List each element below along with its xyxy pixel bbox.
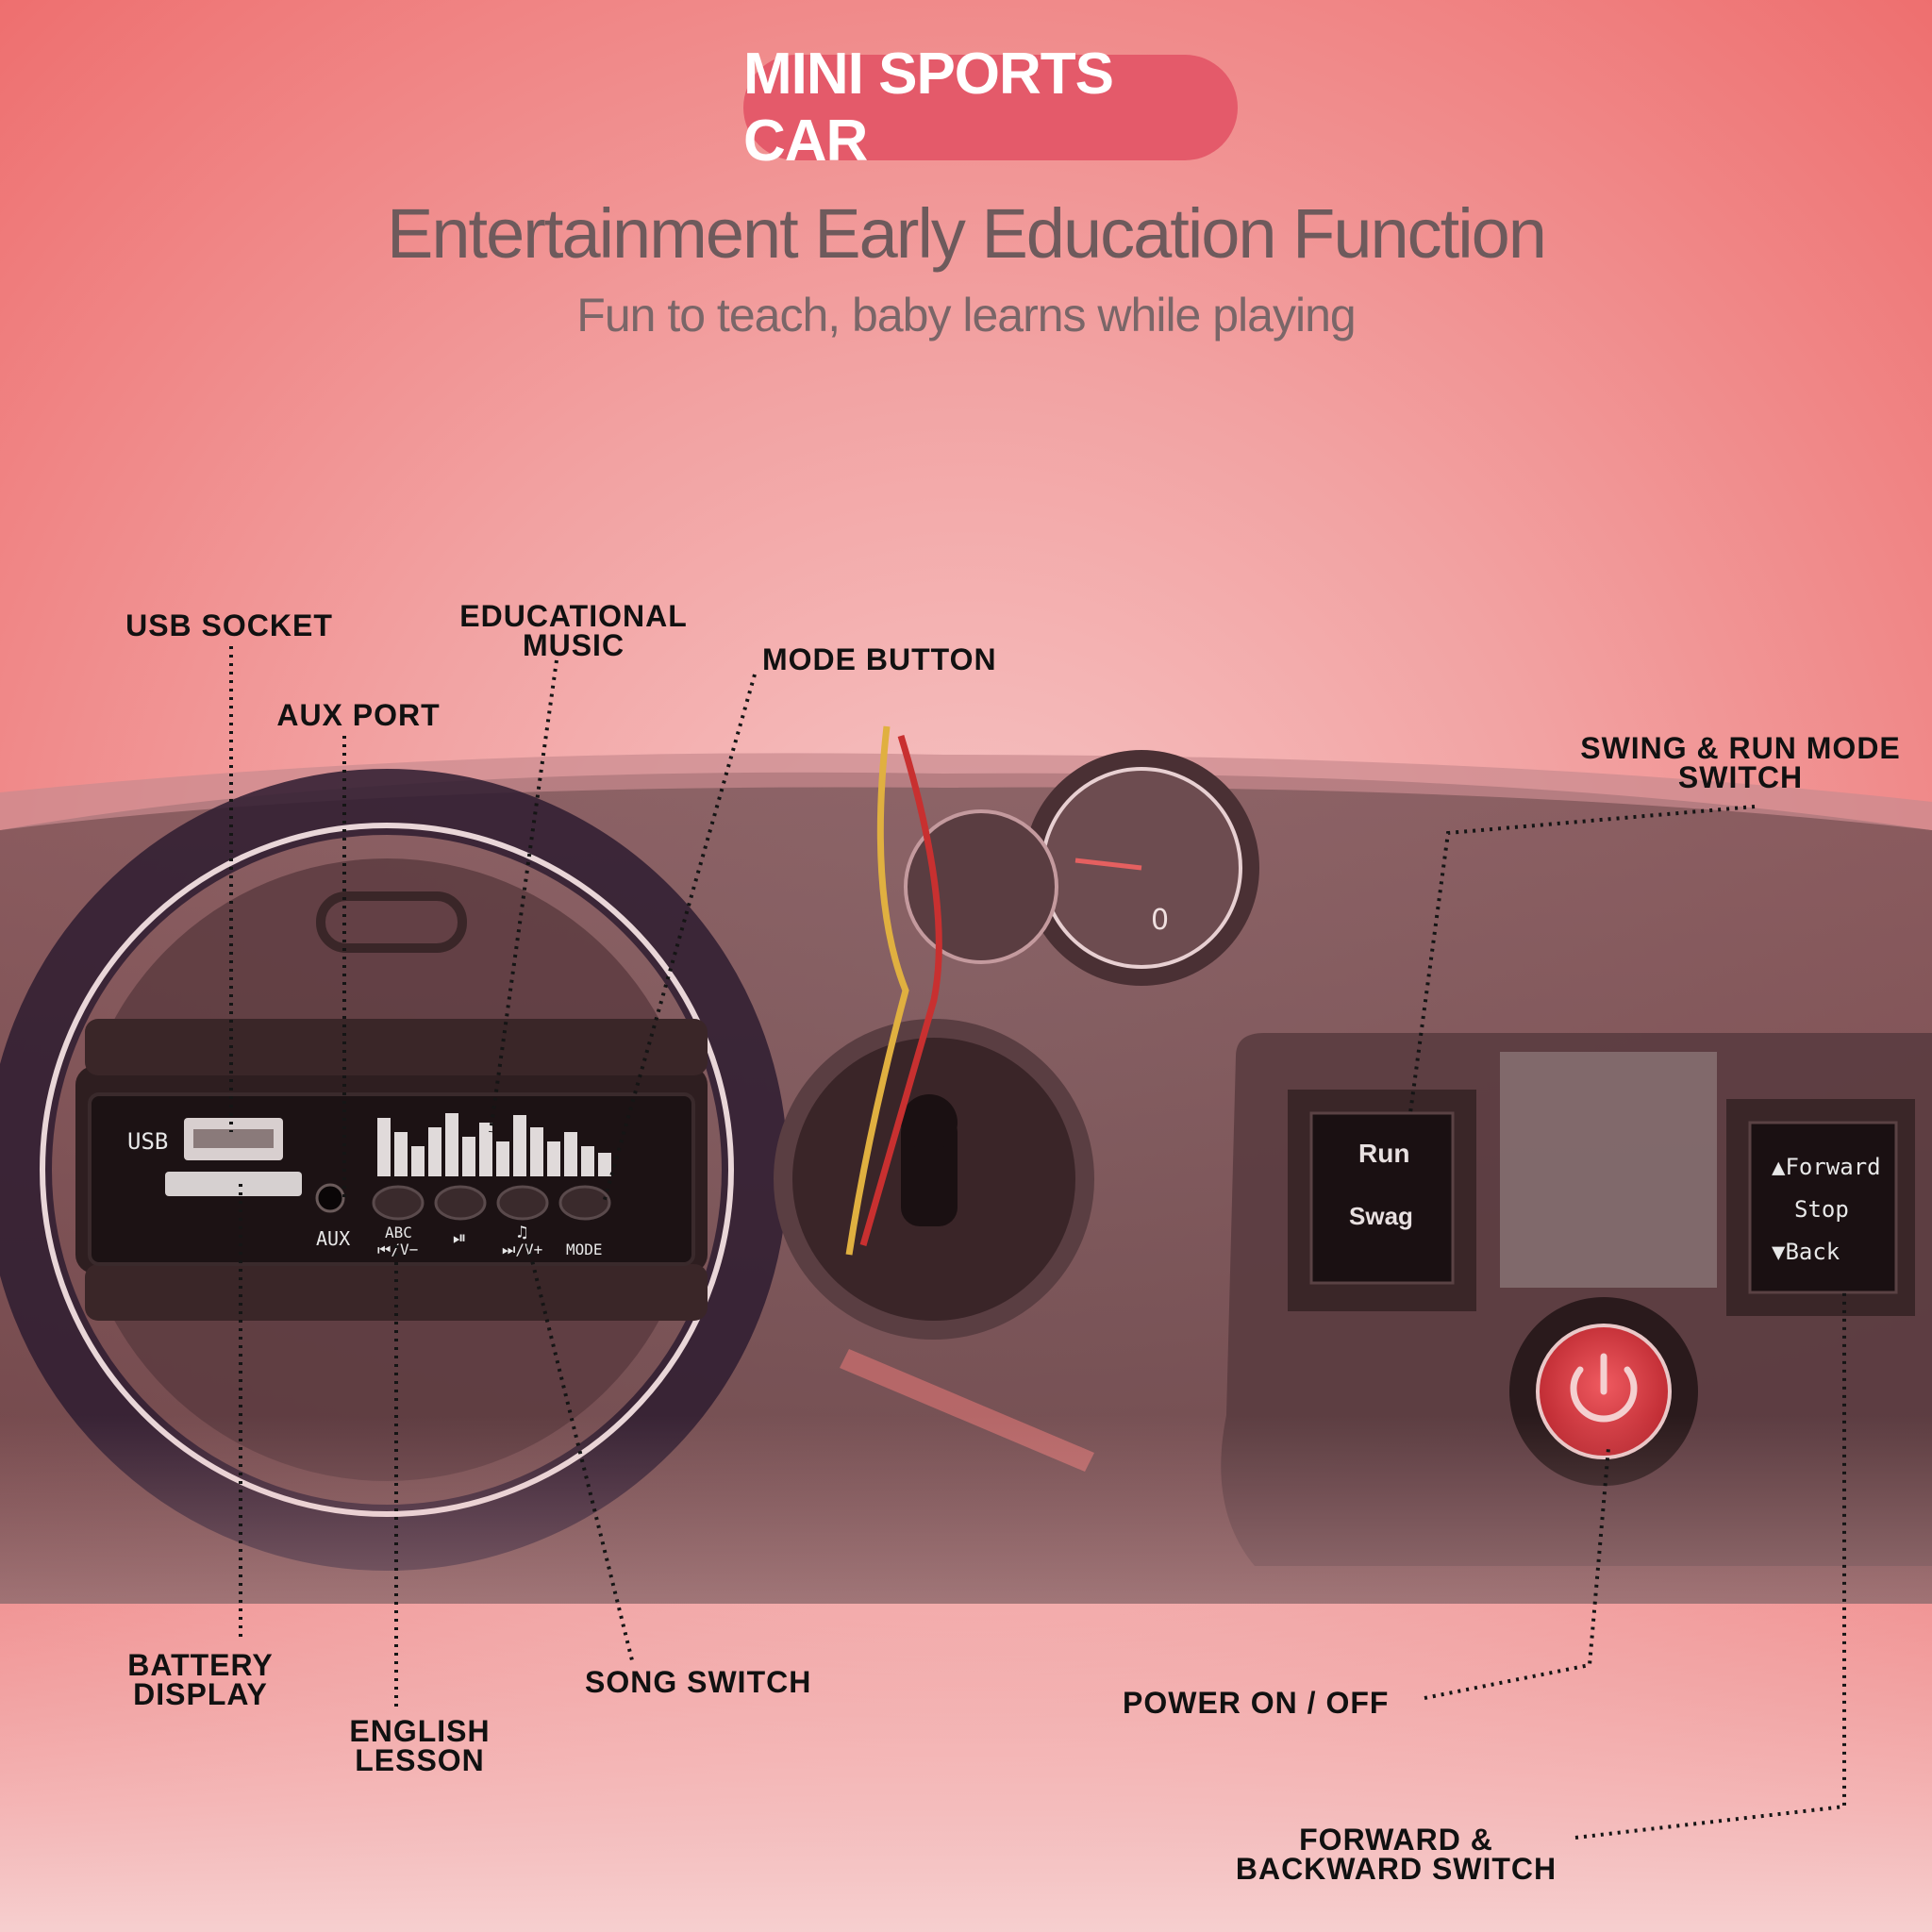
leader-swing-run [1408, 805, 1756, 1114]
title-badge: MINI SPORTS CAR [743, 42, 1238, 174]
swag-label: Swag [1349, 1202, 1413, 1230]
yellow-wire [845, 725, 909, 1256]
equalizer-icon [377, 1113, 611, 1176]
swing-run-switch [1309, 1111, 1455, 1285]
sticker-area [1500, 1052, 1717, 1288]
btn4-label: MODE [566, 1241, 603, 1258]
callout-forward-backward: FORWARD & BACKWARD SWITCH [1235, 1823, 1557, 1886]
forward-label: ▲Forward [1772, 1154, 1881, 1180]
run-label: Run [1358, 1139, 1409, 1168]
btn2-label: ⏯ [453, 1228, 466, 1248]
red-wire [859, 734, 942, 1246]
leader-song [526, 1244, 634, 1661]
btn3-label: ♫ [517, 1223, 527, 1242]
callout-swing-run: SWING & RUN MODE SWITCH [1580, 731, 1901, 794]
callout-song-switch: SONG SWITCH [585, 1665, 812, 1699]
back-label: ▼Back [1772, 1239, 1840, 1265]
aux-label: AUX [316, 1227, 350, 1250]
title-badge-text: MINI SPORTS CAR [743, 42, 1114, 174]
btn1-label: ABC [385, 1224, 412, 1241]
aux-jack-icon [315, 1183, 345, 1213]
gear-shifter [774, 1019, 1094, 1340]
headline: Entertainment Early Education Function [387, 194, 1547, 273]
callout-battery-display: BATTERY DISPLAY [127, 1648, 274, 1711]
subline: Fun to teach, baby learns while playing [576, 289, 1356, 341]
speedometer-icon [904, 750, 1259, 986]
callout-power: POWER ON / OFF [1123, 1686, 1390, 1720]
leader-forward-backward [1574, 1292, 1846, 1840]
callout-mode-button: MODE BUTTON [762, 642, 997, 676]
forward-backward-switch [1748, 1121, 1898, 1294]
usb-port-icon [184, 1118, 283, 1160]
btn1-sub-label: ⏮/V− [377, 1241, 418, 1258]
media-buttons [372, 1185, 611, 1221]
usb-label: USB [127, 1128, 168, 1155]
callout-educational-music: EDUCATIONAL MUSIC [459, 599, 688, 662]
battery-display [165, 1172, 302, 1196]
leader-power [1424, 1447, 1610, 1700]
callout-usb-socket: USB SOCKET [125, 608, 333, 642]
speed-readout: 0 [1151, 904, 1169, 937]
stop-label: Stop [1794, 1196, 1849, 1223]
leader-edu-music [489, 659, 558, 1133]
callout-aux-port: AUX PORT [276, 698, 441, 732]
btn3-sub-label: ⏭/V+ [502, 1241, 542, 1258]
leader-mode [602, 674, 757, 1204]
callout-english-lesson: ENGLISH LESSON [349, 1714, 491, 1777]
